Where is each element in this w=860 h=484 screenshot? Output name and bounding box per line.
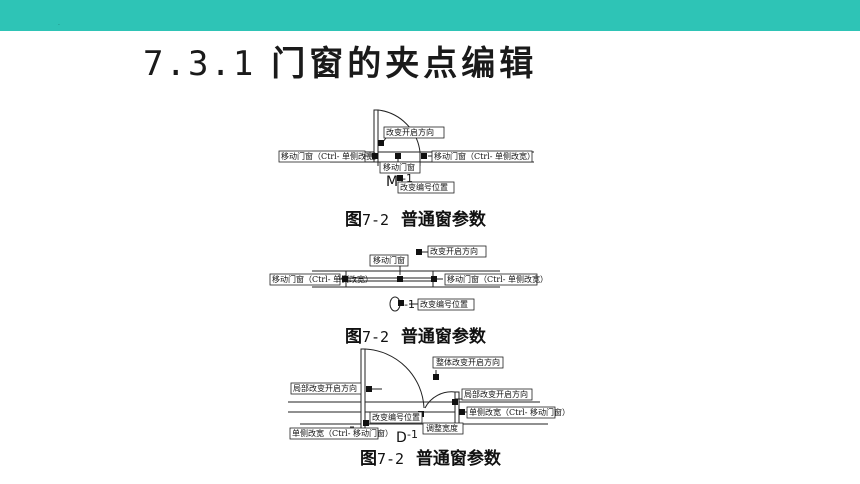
- fig2-tag-suffix: -1: [404, 298, 415, 311]
- fig2-move-left-label: 移动门窗（Ctrl- 单侧改宽）: [272, 274, 373, 284]
- header-bar: .: [0, 0, 860, 31]
- fig3-caption-num: 7-2: [377, 450, 405, 468]
- fig1-caption-text: 普通窗参数: [400, 210, 486, 230]
- fig2-caption-num: 7-2: [362, 328, 390, 346]
- fig2-move-right-label: 移动门窗（Ctrl- 单侧改宽）: [447, 274, 548, 284]
- fig2-caption-text: 普通窗参数: [400, 327, 486, 347]
- fig3-local-flip-left-label: 局部改变开启方向: [293, 383, 357, 393]
- fig1-door-tag: M: [386, 174, 398, 190]
- fig3-door-tag-suffix: -1: [407, 428, 418, 441]
- fig2-flip-label: 改变开启方向: [430, 246, 478, 256]
- fig3-single-side-right-label: 单侧改宽（Ctrl- 移动门窗）: [469, 407, 570, 417]
- fig2-move-center-label: 移动门窗: [373, 255, 405, 265]
- fig3-overall-flip-label: 整体改变开启方向: [436, 357, 500, 367]
- fig3-door-tag: D: [396, 430, 407, 446]
- fig1-caption-prefix: 图: [345, 210, 362, 230]
- fig3-caption-prefix: 图: [360, 449, 377, 469]
- fig3-move-tag-label: 改变编号位置: [372, 412, 420, 422]
- fig3-local-flip-right-label: 局部改变开启方向: [464, 389, 528, 399]
- figure-1-caption: 图7-2 普通窗参数: [345, 205, 486, 230]
- fig2-caption-prefix: 图: [345, 327, 362, 347]
- fig1-caption-num: 7-2: [362, 211, 390, 229]
- fig1-door-tag-suffix: -1: [402, 172, 413, 185]
- fig1-move-right-label: 移动门窗（Ctrl- 单侧改宽）: [434, 151, 535, 161]
- fig2-move-tag-label: 改变编号位置: [420, 299, 468, 309]
- page-title: 7.3.1 门窗的夹点编辑: [143, 36, 537, 85]
- fig1-move-tag-label: 改变编号位置: [400, 182, 448, 192]
- fig3-caption-text: 普通窗参数: [415, 449, 501, 469]
- fig1-move-left-label: 移动门窗（Ctrl- 单侧改宽）: [281, 151, 382, 161]
- section-title: 门窗的夹点编辑: [271, 44, 538, 84]
- fig1-move-center-label: 移动门窗: [383, 162, 415, 172]
- figure-3-caption: 图7-2 普通窗参数: [360, 444, 501, 469]
- fig3-single-side-left-label: 单侧改宽（Ctrl- 移动门窗）: [292, 428, 393, 438]
- header-mark: .: [58, 20, 60, 27]
- section-number: 7.3.1: [143, 44, 256, 84]
- figure-2-caption: 图7-2 普通窗参数: [345, 322, 486, 347]
- fig1-flip-label: 改变开启方向: [386, 127, 434, 137]
- fig3-adjust-width-label: 调整宽度: [426, 423, 458, 433]
